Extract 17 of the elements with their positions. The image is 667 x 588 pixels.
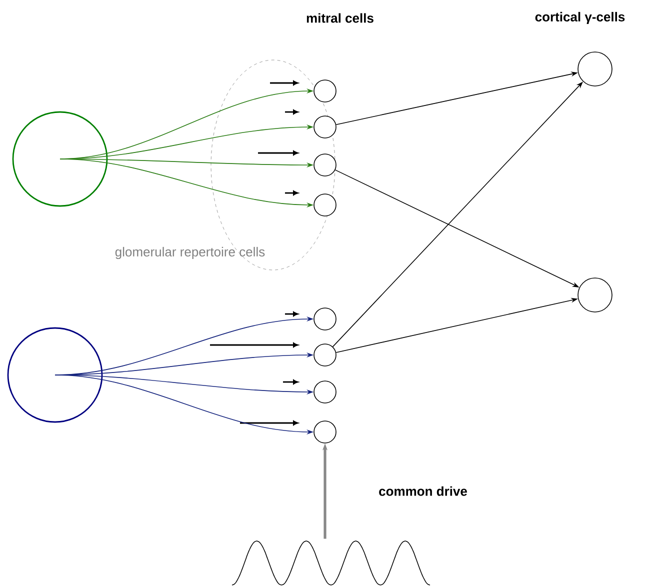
cell-circle	[314, 116, 336, 138]
cell-circle	[578, 278, 612, 312]
column-heading: mitral cells	[306, 13, 374, 23]
cell-circle	[314, 80, 336, 102]
cell-circle	[314, 194, 336, 216]
cell-circle	[12, 111, 108, 207]
cell-circle	[314, 344, 336, 366]
cell-circle	[314, 154, 336, 176]
cell-circle	[314, 380, 336, 404]
group-label: glomerular repertoire cells	[115, 246, 265, 260]
cell-circle	[7, 327, 103, 423]
edge-label: common drive	[378, 485, 468, 497]
column-heading: cortical γ-cells	[535, 12, 625, 24]
sine-wave-drawing	[232, 540, 430, 586]
cell-circle	[314, 308, 336, 330]
cell-circle	[314, 420, 336, 444]
cell-circle	[578, 52, 612, 86]
